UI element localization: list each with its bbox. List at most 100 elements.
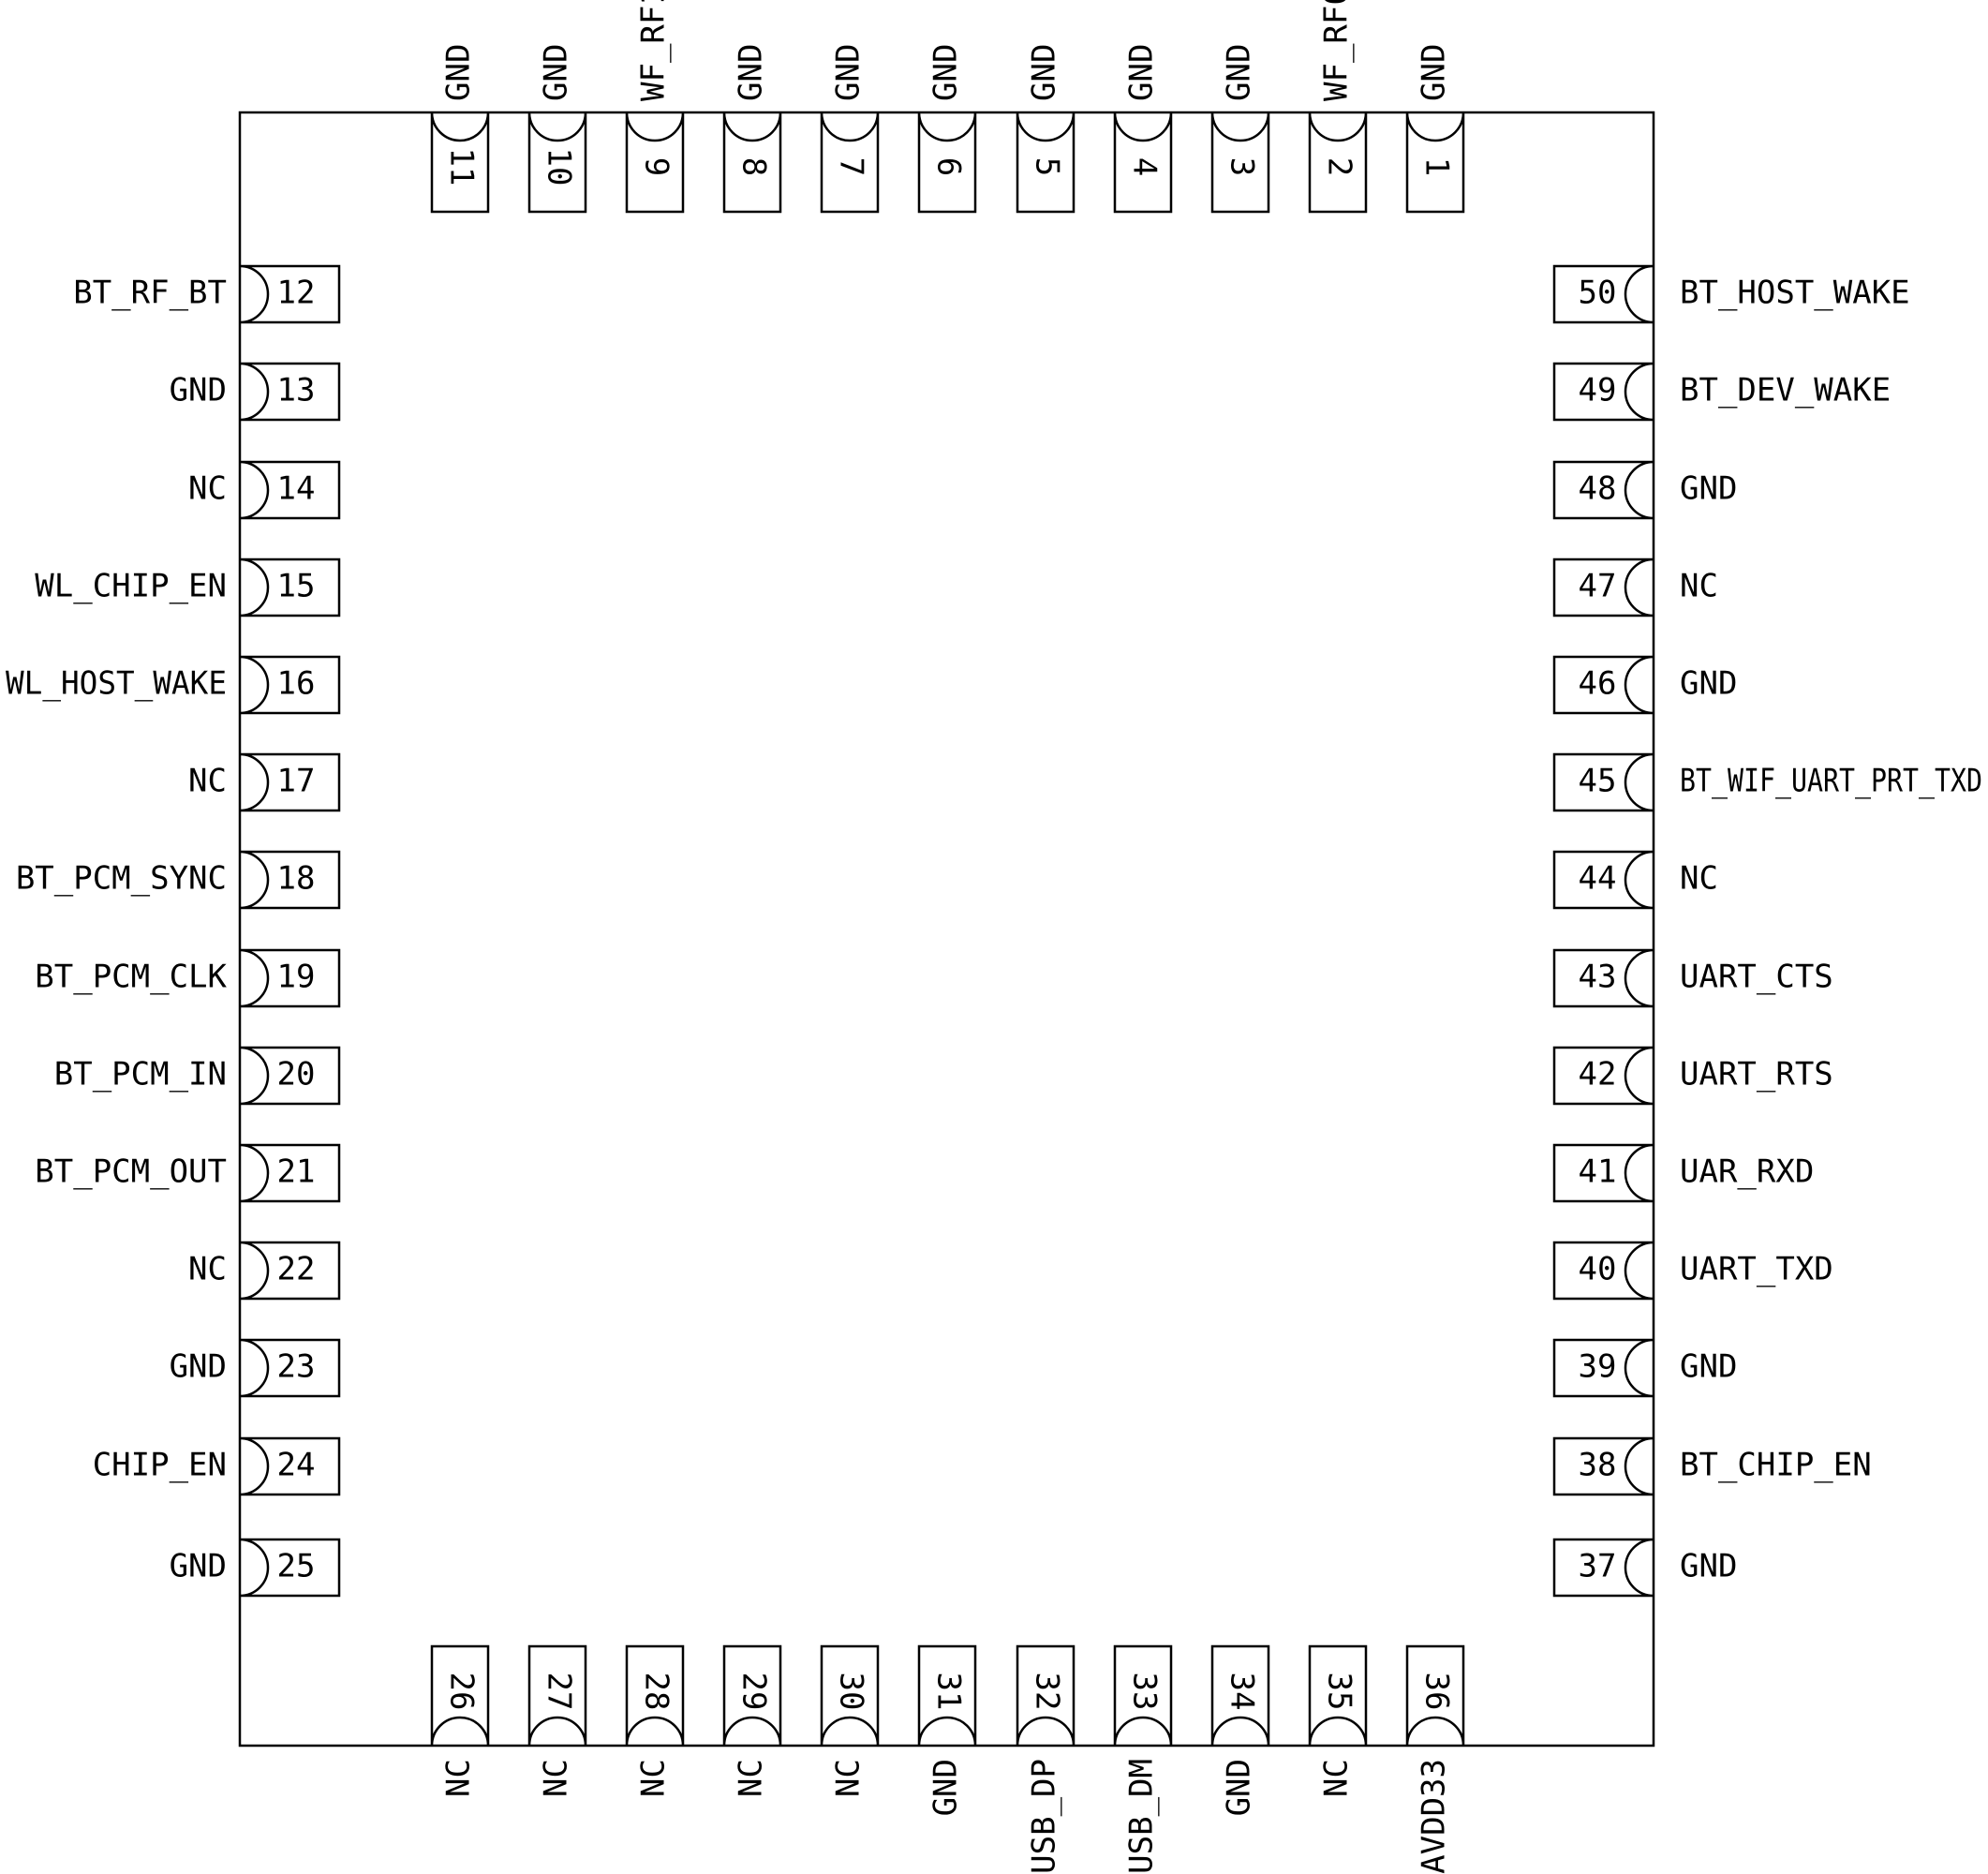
pin-number: 29 [735,1673,773,1711]
pin-pad-right [1552,1338,1654,1398]
pin-label: UART_RTS [1680,1056,1833,1093]
pin-label: UAR_RXD [1680,1153,1814,1191]
pin-pad-left [239,264,341,324]
pin-number: 19 [277,959,316,996]
pin-pad-bottom [527,1644,587,1747]
pin-number: 16 [277,665,316,703]
pin-label: GND [1123,44,1161,101]
pin-number: 17 [277,763,316,800]
pin-pad-top [1405,112,1465,214]
pin-number: 31 [930,1673,968,1711]
pin-label: NC [188,1251,227,1288]
pin-number: 23 [277,1348,316,1386]
pin-pad-bottom [1210,1644,1270,1747]
pin-number: 6 [930,157,968,176]
pin-number: 8 [735,157,773,176]
pin-number: 39 [1579,1348,1617,1386]
pin-label: BT_PCM_IN [54,1056,227,1093]
pin-number: 24 [277,1447,316,1484]
pin-label: NC [1680,860,1718,898]
pin-label: GND [440,44,478,101]
pin-number: 49 [1579,372,1617,409]
pin-label: BT_PCM_CLK [35,959,227,996]
pin-label: AVDD33 [1416,1759,1453,1874]
pin-label: NC [830,1759,868,1797]
pin-pad-left [239,362,341,422]
pin-label: GND [1416,44,1453,101]
pin-label: CHIP_EN [93,1447,227,1484]
pin-number: 15 [277,568,316,605]
pin-label: GND [1680,470,1737,508]
pin-number: 46 [1579,665,1617,703]
pin-number: 13 [277,372,316,409]
pin-label: WL_CHIP_EN [35,568,227,605]
pin-label: NC [733,1759,770,1797]
pin-label: BT_PCM_SYNC [16,860,227,898]
pin-pad-right [1552,264,1654,324]
pin-pad-bottom [917,1644,977,1747]
pin-number: 36 [1418,1673,1456,1711]
pin-pad-bottom [1113,1644,1173,1747]
pin-pad-top [1308,112,1368,214]
pin-pad-right [1552,1538,1654,1598]
pin-label: GND [830,44,868,101]
pin-number: 20 [277,1056,316,1093]
pin-pad-bottom [722,1644,782,1747]
pin-pad-right [1552,460,1654,520]
pin-number: 28 [638,1673,675,1711]
pin-label: GND [1680,665,1737,703]
pin-pad-bottom [1016,1644,1076,1747]
pin-number: 40 [1579,1251,1617,1288]
pin-label: BT_HOST_WAKE [1680,275,1910,312]
pin-label: NC [635,1759,673,1797]
pin-pad-right [1552,752,1654,812]
pin-pad-right [1552,1143,1654,1203]
pin-pad-top [430,112,490,214]
pin-label: BT_CHIP_EN [1680,1447,1872,1484]
pin-pad-left [239,850,341,910]
pin-label: GND [1680,1548,1737,1585]
pin-number: 35 [1321,1673,1358,1711]
pin-pad-right [1552,1046,1654,1106]
pin-number: 2 [1321,157,1358,176]
pin-pad-bottom [1405,1644,1465,1747]
pin-label: GND [170,1348,227,1386]
pin-pad-right [1552,558,1654,617]
pin-number: 30 [833,1673,870,1711]
pin-label: GND [1026,44,1063,101]
pin-label: NC [538,1759,575,1797]
pin-number: 11 [443,148,481,186]
pin-pad-left [239,1436,341,1496]
pin-label: USB_DM [1123,1759,1161,1874]
pin-label: WF_RF0 [1318,0,1356,101]
pin-number: 33 [1126,1673,1164,1711]
pin-number: 26 [443,1673,481,1711]
pin-number: 32 [1029,1673,1066,1711]
pin-pad-top [1210,112,1270,214]
pin-number: 41 [1579,1153,1617,1191]
pin-pad-left [239,1046,341,1106]
pin-pad-left [239,1143,341,1203]
pin-pad-left [239,1538,341,1598]
pin-pad-left [239,752,341,812]
pin-number: 48 [1579,470,1617,508]
pin-pad-right [1552,850,1654,910]
pin-pad-right [1552,655,1654,715]
pin-pad-bottom [1308,1644,1368,1747]
pin-label: GND [1680,1348,1737,1386]
pin-number: 34 [1224,1673,1261,1711]
pin-label: GND [733,44,770,101]
pin-label: USB_DP [1026,1759,1063,1874]
pin-number: 3 [1224,157,1261,176]
pin-number: 50 [1579,275,1617,312]
pin-number: 27 [541,1673,578,1711]
pin-number: 21 [277,1153,316,1191]
pin-pad-left [239,1338,341,1398]
pin-number: 10 [541,148,578,186]
pin-label: WL_HOST_WAKE [6,665,227,703]
pin-number: 44 [1579,860,1617,898]
pin-number: 9 [638,157,675,176]
pin-label: WF_RF1 [635,0,673,101]
pin-number: 14 [277,470,316,508]
